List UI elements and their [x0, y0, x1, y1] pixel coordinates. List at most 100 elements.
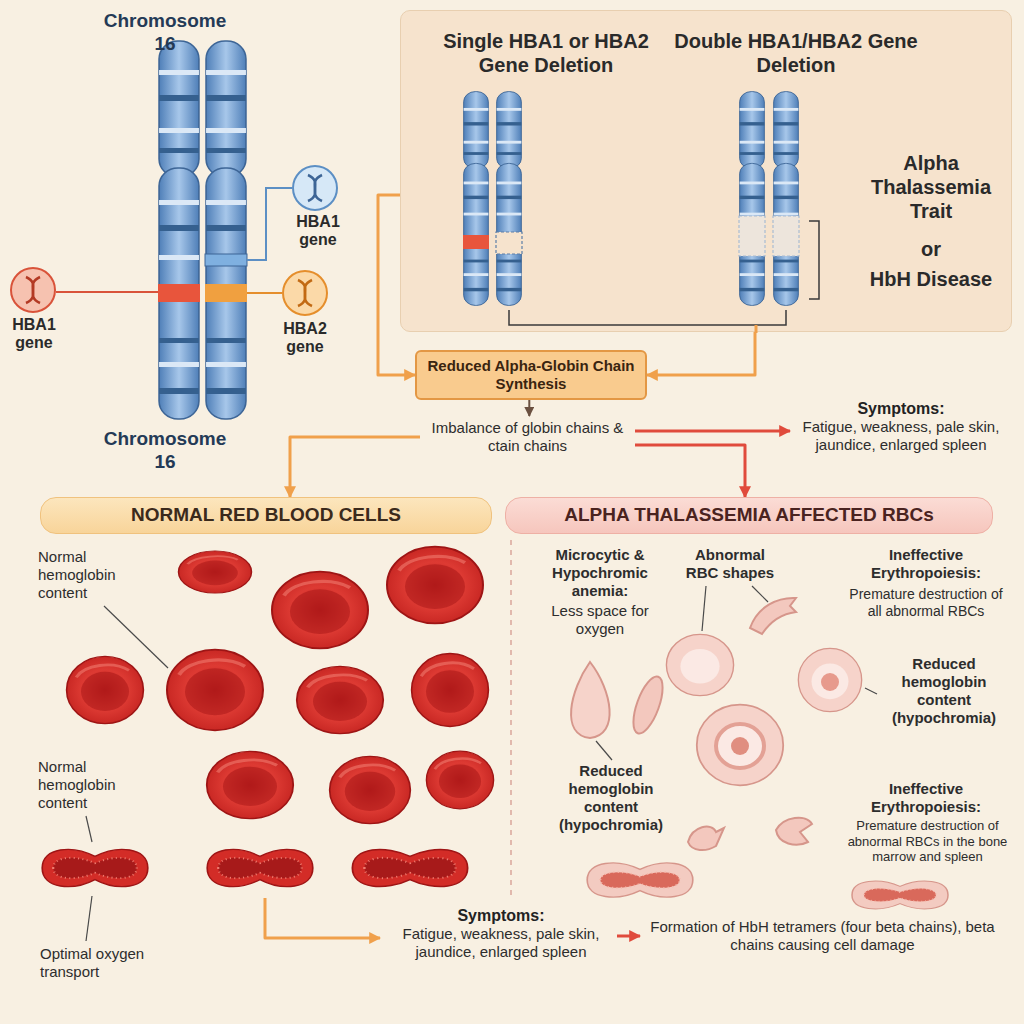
callout-heading: Ineffective Erythropoiesis: [840, 780, 1012, 816]
bracket [509, 310, 786, 325]
red-blood-cell [207, 751, 293, 818]
elongated-cell [627, 673, 668, 737]
red-blood-cell [167, 650, 263, 731]
gene-icon [293, 166, 337, 210]
deleted-region [739, 216, 765, 256]
outcome-text: or [863, 237, 999, 261]
process-box: Reduced Alpha-Globin Chain Synthesis [415, 350, 647, 400]
connector [617, 935, 640, 938]
dna-strand [308, 175, 322, 201]
irregular-cell [750, 598, 796, 634]
chromosome [740, 92, 765, 306]
divider [510, 540, 512, 900]
outcome-text: Alpha Thalassemia Trait [863, 151, 999, 223]
red-blood-cell [297, 666, 383, 733]
bracket-stub [755, 325, 758, 333]
red-blood-cell [330, 756, 411, 823]
connector [647, 332, 755, 375]
symptoms-body: Fatigue, weakness, pale skin, jaundice, … [794, 418, 1008, 454]
callout-label: Optimal oxygen transport [40, 945, 180, 981]
leader-line [104, 606, 168, 668]
symptoms-heading: Symptoms: [389, 906, 613, 925]
pale-cell [798, 648, 861, 711]
connector [290, 437, 420, 497]
section-banner: ALPHA THALASSEMIA AFFECTED RBCs [505, 497, 993, 534]
leader-line [56, 291, 158, 293]
callout-label: Normal hemoglobin content [38, 548, 138, 602]
chromosome [774, 92, 799, 306]
chromosome [464, 92, 489, 306]
target-ring [716, 724, 764, 768]
teardrop-cell [571, 662, 610, 738]
dna-strand [308, 175, 322, 201]
deleted-region [496, 232, 522, 254]
cell-cross-section [352, 849, 467, 886]
symptoms-note: Symptoms:Fatigue, weakness, pale skin, j… [385, 903, 617, 964]
callout-label: Reduced hemoglobin content (hypochromia) [880, 655, 1008, 727]
leader-line [702, 586, 706, 631]
flow-arrow [265, 898, 380, 938]
cell-cross-section [852, 881, 948, 909]
cell-cross-section [207, 849, 313, 886]
symptoms-heading: Symptoms: [794, 399, 1008, 418]
callout-label: Premature destruction of all abnormal RB… [845, 586, 1007, 620]
process-text: Imbalance of globin chains & ctain chain… [420, 416, 635, 458]
section-banner: NORMAL RED BLOOD CELLS [40, 497, 492, 534]
callout-label: Normal hemoglobin content [38, 758, 148, 812]
hba1-band [158, 284, 200, 302]
connector [635, 430, 790, 433]
red-blood-cell [387, 547, 483, 624]
hba-band [463, 235, 489, 249]
dna-strand [298, 280, 312, 306]
red-blood-cell [426, 751, 493, 809]
leader-line [752, 586, 768, 602]
callout-heading: Microcytic & Hypochromic anemia: [540, 546, 660, 600]
connector [635, 445, 745, 497]
target-cell [697, 705, 783, 786]
cell-fragment [688, 827, 724, 851]
banner-text: NORMAL RED BLOOD CELLS [51, 504, 481, 527]
box-text: Reduced Alpha-Globin Chain Synthesis [425, 357, 637, 393]
gene-label: HBA1 gene [288, 213, 348, 248]
deletion-panel: Single HBA1 or HBA2 Gene DeletionDouble … [400, 10, 1012, 332]
cell-inclusion [821, 673, 839, 691]
banner-text: ALPHA THALASSEMIA AFFECTED RBCs [516, 504, 982, 527]
callout-label: Premature destruction of abnormal RBCs i… [840, 818, 1015, 865]
leader-line [247, 292, 282, 294]
red-blood-cell [179, 551, 252, 593]
target-center [731, 737, 749, 755]
icon-circle [293, 166, 337, 210]
red-blood-cell [272, 572, 368, 649]
connector [528, 400, 530, 416]
leader-line [86, 896, 92, 941]
callout-heading: Abnormal RBC shapes [680, 546, 780, 582]
callout-label: Less space for oxygen [545, 602, 655, 638]
process-text-body: Imbalance of globin chains & ctain chain… [424, 419, 631, 455]
panel-heading: Double HBA1/HBA2 Gene Deletion [671, 29, 921, 77]
icon-circle [11, 268, 55, 312]
symptoms-note: Symptoms:Fatigue, weakness, pale skin, j… [790, 396, 1012, 457]
outcome-text: HbH Disease [863, 267, 999, 291]
leader-line [247, 188, 292, 260]
callout-label: Reduced hemoglobin content (hypochromia) [552, 762, 670, 834]
red-blood-cell [412, 654, 489, 727]
panel-heading: Single HBA1 or HBA2 Gene Deletion [416, 29, 676, 77]
hba1-band [205, 254, 247, 266]
red-blood-cell [67, 656, 144, 723]
chromosome [206, 41, 246, 419]
symptoms-body: Fatigue, weakness, pale skin, jaundice, … [389, 925, 613, 961]
dna-strand [26, 277, 40, 303]
hba2-band [205, 284, 247, 302]
leader-line [86, 816, 92, 842]
outcome-note: Formation of HbH tetramers (four beta ch… [640, 915, 1005, 957]
deleted-region [773, 216, 799, 256]
gene-label: HBA1 gene [6, 316, 62, 351]
callout-heading: Ineffective Erythropoiesis: [845, 546, 1007, 582]
gene-icon [11, 268, 55, 312]
outcome-body: Formation of HbH tetramers (four beta ch… [644, 918, 1001, 954]
leader-line [865, 688, 877, 694]
cell-fragment [776, 818, 812, 845]
gene-icon [283, 271, 327, 315]
leader-line [596, 741, 612, 760]
